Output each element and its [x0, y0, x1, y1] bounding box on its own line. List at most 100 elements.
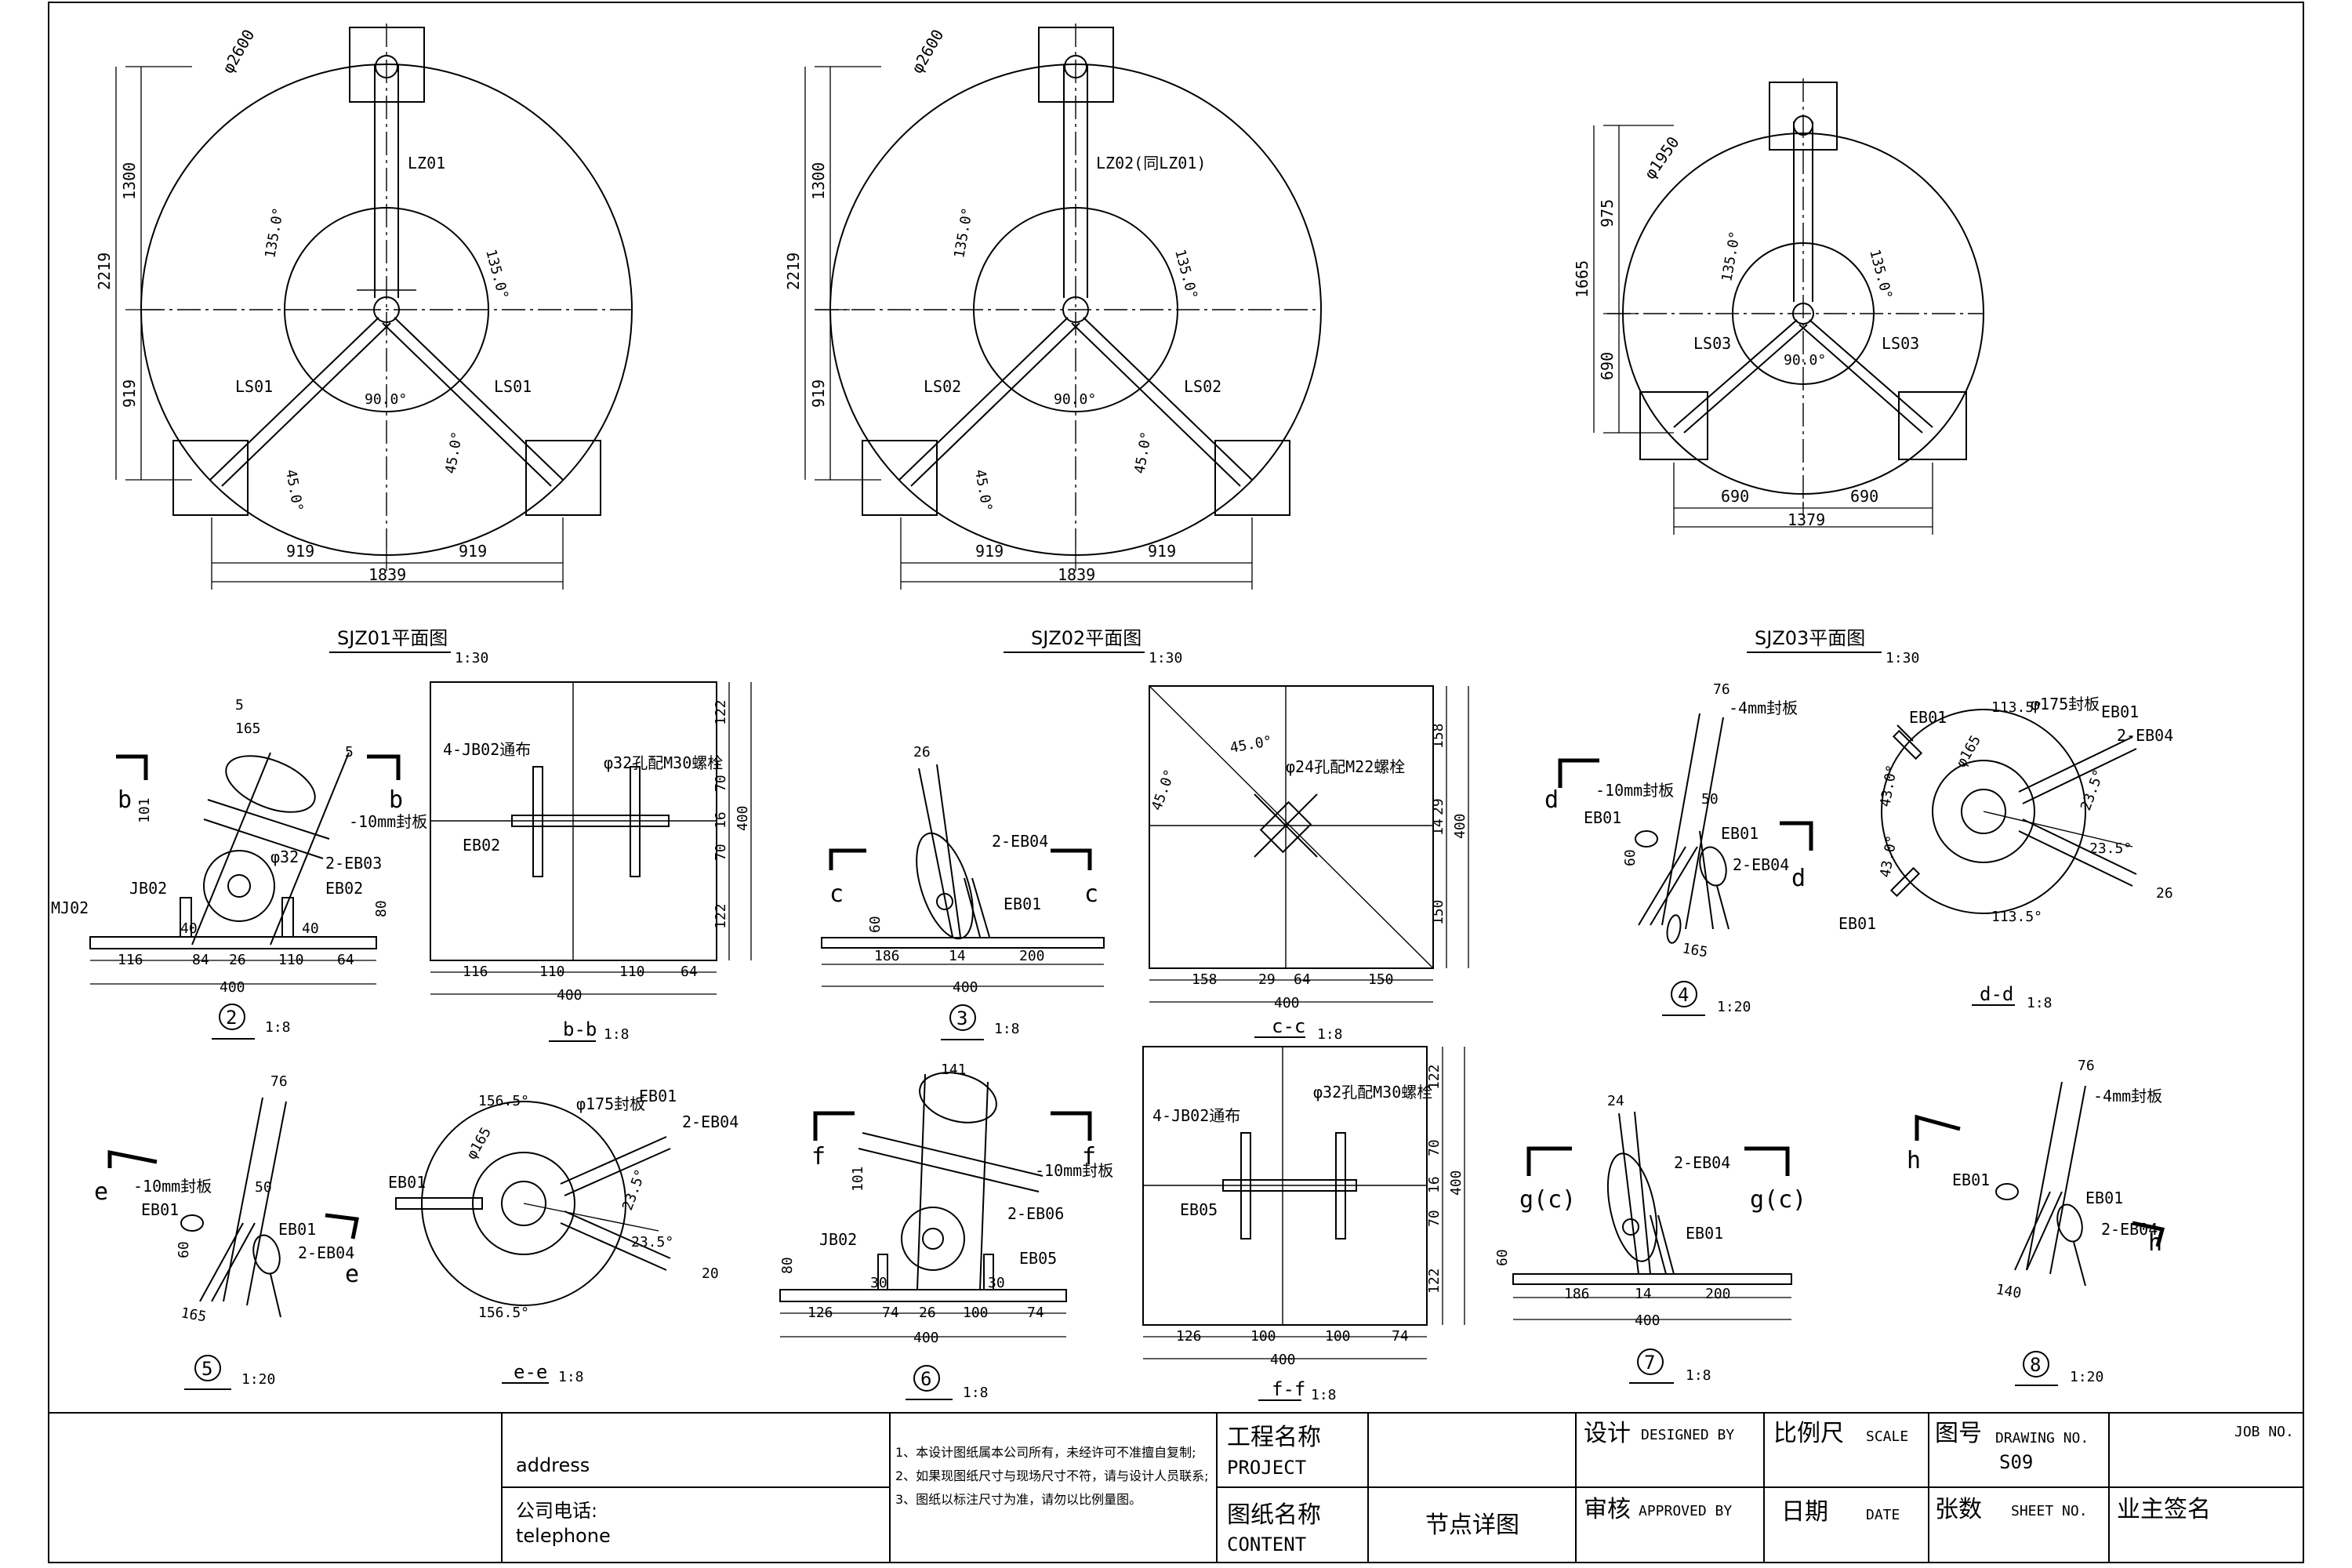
- dim-total-v: 2219: [784, 252, 803, 290]
- section-scale: 1:8: [604, 1026, 630, 1043]
- detail-scale: 1:8: [994, 1021, 1020, 1037]
- column-label: LZ01: [408, 154, 445, 172]
- dim-h: 29: [1258, 971, 1276, 988]
- scale-en-label: SCALE: [1866, 1428, 1908, 1445]
- drawing-cn-label: 图号: [1935, 1420, 1982, 1447]
- sheet-border: [48, 2, 2304, 1563]
- detail-scale: 1:20: [1717, 999, 1751, 1015]
- column-label: LZ02(同LZ01): [1096, 154, 1206, 172]
- dim-60: 60: [1622, 849, 1639, 866]
- detail-number: 2: [226, 1007, 237, 1029]
- eb04-label: 2-EB04: [682, 1112, 739, 1131]
- eb-label: EB05: [1180, 1200, 1218, 1219]
- dim-v: 16: [1426, 1176, 1443, 1193]
- dim-140: 140: [1994, 1281, 2023, 1301]
- angle: 23.5°: [2089, 840, 2132, 857]
- detail-number: 5: [201, 1358, 212, 1380]
- eb01-label: EB01: [1838, 914, 1876, 933]
- section-mark-right: g(c): [1750, 1186, 1806, 1214]
- dim-total: 400: [1274, 995, 1300, 1011]
- section-mark-right: b: [389, 786, 403, 814]
- dim-60: 60: [1494, 1249, 1511, 1266]
- dim-base: 74: [1027, 1305, 1044, 1321]
- plate4-label: -4mm封板: [2093, 1087, 2162, 1105]
- detail-number: 6: [920, 1368, 931, 1390]
- plan-scale: 1:30: [1149, 650, 1182, 666]
- section-mark-left: c: [829, 880, 844, 908]
- section-mark-left: d: [1544, 786, 1559, 814]
- angle: 43.0°: [1877, 764, 1900, 808]
- dim-right: 690: [1850, 487, 1878, 506]
- dim-v: 122: [1426, 1064, 1443, 1090]
- section-scale: 1:8: [1311, 1387, 1337, 1403]
- dim-76: 76: [2078, 1058, 2095, 1074]
- dim-h: 100: [1250, 1328, 1276, 1345]
- right-brace-label: LS03: [1882, 334, 1919, 353]
- note-1: 1、本设计图纸属本公司所有，未经许可不准擅自复制;: [895, 1445, 1196, 1460]
- dim-165: φ165: [1953, 732, 1984, 770]
- angle-left: 135.0°: [1719, 230, 1744, 283]
- detail-scale: 1:20: [241, 1371, 275, 1388]
- eb01-label: EB01: [639, 1087, 677, 1105]
- eb01-label: EB01: [1584, 808, 1621, 827]
- dim-upper: 1300: [120, 162, 139, 200]
- section-scale: 1:8: [2027, 995, 2053, 1011]
- plate-label: φ175封板: [576, 1094, 645, 1113]
- plan-title: SJZ02平面图: [1031, 627, 1142, 649]
- section-title: c-c: [1272, 1015, 1305, 1037]
- holes-label: φ24孔配M22螺栓: [1286, 757, 1405, 776]
- dim-right: 919: [1148, 542, 1176, 561]
- eb03-label: 2-EB03: [325, 854, 382, 873]
- dim-base: 14: [949, 948, 966, 964]
- dim-base: 14: [1635, 1286, 1652, 1302]
- telephone-en-label: telephone: [516, 1525, 611, 1547]
- detail-5: e e 76 -10mm封板 EB01 EB01 2-EB04 165 50 6…: [94, 1073, 359, 1390]
- dim-v: 70: [1426, 1139, 1443, 1156]
- angle: 23.5°: [631, 1234, 673, 1250]
- angle-mid: 90.0°: [365, 391, 407, 408]
- dim-50: 50: [255, 1179, 272, 1196]
- plan-sjz01: 2219 1300 919 919 919 1839 φ2600 LZ01 LS…: [95, 24, 633, 666]
- detail-number: 8: [2030, 1354, 2041, 1376]
- angle: 43.0°: [1877, 834, 1900, 879]
- dim-141: 141: [941, 1062, 967, 1078]
- dim-40: 40: [302, 920, 319, 937]
- dim-total-v: 400: [735, 805, 751, 831]
- angle-45-left: 45.0°: [971, 468, 995, 513]
- jb-label: 4-JB02通布: [443, 740, 531, 759]
- sheet-en-label: SHEET NO.: [2011, 1503, 2088, 1519]
- note-3: 3、图纸以标注尺寸为准，请勿以比例量图。: [895, 1492, 1142, 1507]
- section-ff: 126 100 100 74 400 122 70 16 70 122 400 …: [1142, 1046, 1465, 1403]
- detail-number: 7: [1644, 1352, 1655, 1374]
- dim-v: 16: [713, 811, 729, 829]
- eb04-label: 2-EB04: [2101, 1220, 2158, 1239]
- jb-label: JB02: [819, 1230, 857, 1249]
- detail-3: c c 186 14 200 400 26 2-EB04 EB01 60 3 1…: [821, 744, 1105, 1040]
- section-ee: φ175封板 EB01 EB01 2-EB04 156.5° 156.5° 23…: [388, 1087, 739, 1385]
- drawing-en-label: DRAWING NO.: [1995, 1430, 2089, 1446]
- section-mark-left: f: [811, 1143, 826, 1171]
- eb01-label: EB01: [388, 1173, 426, 1192]
- dim-v: 122: [713, 699, 729, 725]
- plan-scale: 1:30: [1886, 650, 1919, 666]
- detail-8: h h 76 -4mm封板 EB01 EB01 2-EB04 140 8 1:2…: [1907, 1058, 2165, 1386]
- section-bb: 116 110 110 64 400 122 70 16 70 122 400 …: [430, 681, 752, 1043]
- detail-scale: 1:8: [1686, 1367, 1711, 1384]
- dim-base: 186: [874, 948, 900, 964]
- project-en-label: PROJECT: [1227, 1457, 1306, 1479]
- detail-6: f f 126 74 26 100 74 400 141 101 -10mm封板…: [779, 1062, 1113, 1401]
- angle: 156.5°: [478, 1305, 529, 1321]
- section-mark-right: d: [1791, 865, 1806, 892]
- section-dd: φ175封板 EB01 EB01 EB01 2-EB04 113.5° 113.…: [1838, 695, 2173, 1011]
- dim-60: 60: [176, 1241, 192, 1258]
- dim-165: 165: [180, 1305, 208, 1325]
- plan-scale: 1:30: [455, 650, 488, 666]
- sheet-cn-label: 张数: [1935, 1496, 1982, 1523]
- dim-total: 400: [1635, 1312, 1661, 1329]
- dim-26: 26: [2156, 885, 2173, 902]
- plate4-label: -4mm封板: [1729, 699, 1798, 717]
- dim-s1: 5: [235, 697, 244, 713]
- dim-total: 400: [913, 1330, 939, 1346]
- detail-7: g(c) g(c) 186 14 200 400 24 2-EB04 EB01 …: [1494, 1093, 1806, 1384]
